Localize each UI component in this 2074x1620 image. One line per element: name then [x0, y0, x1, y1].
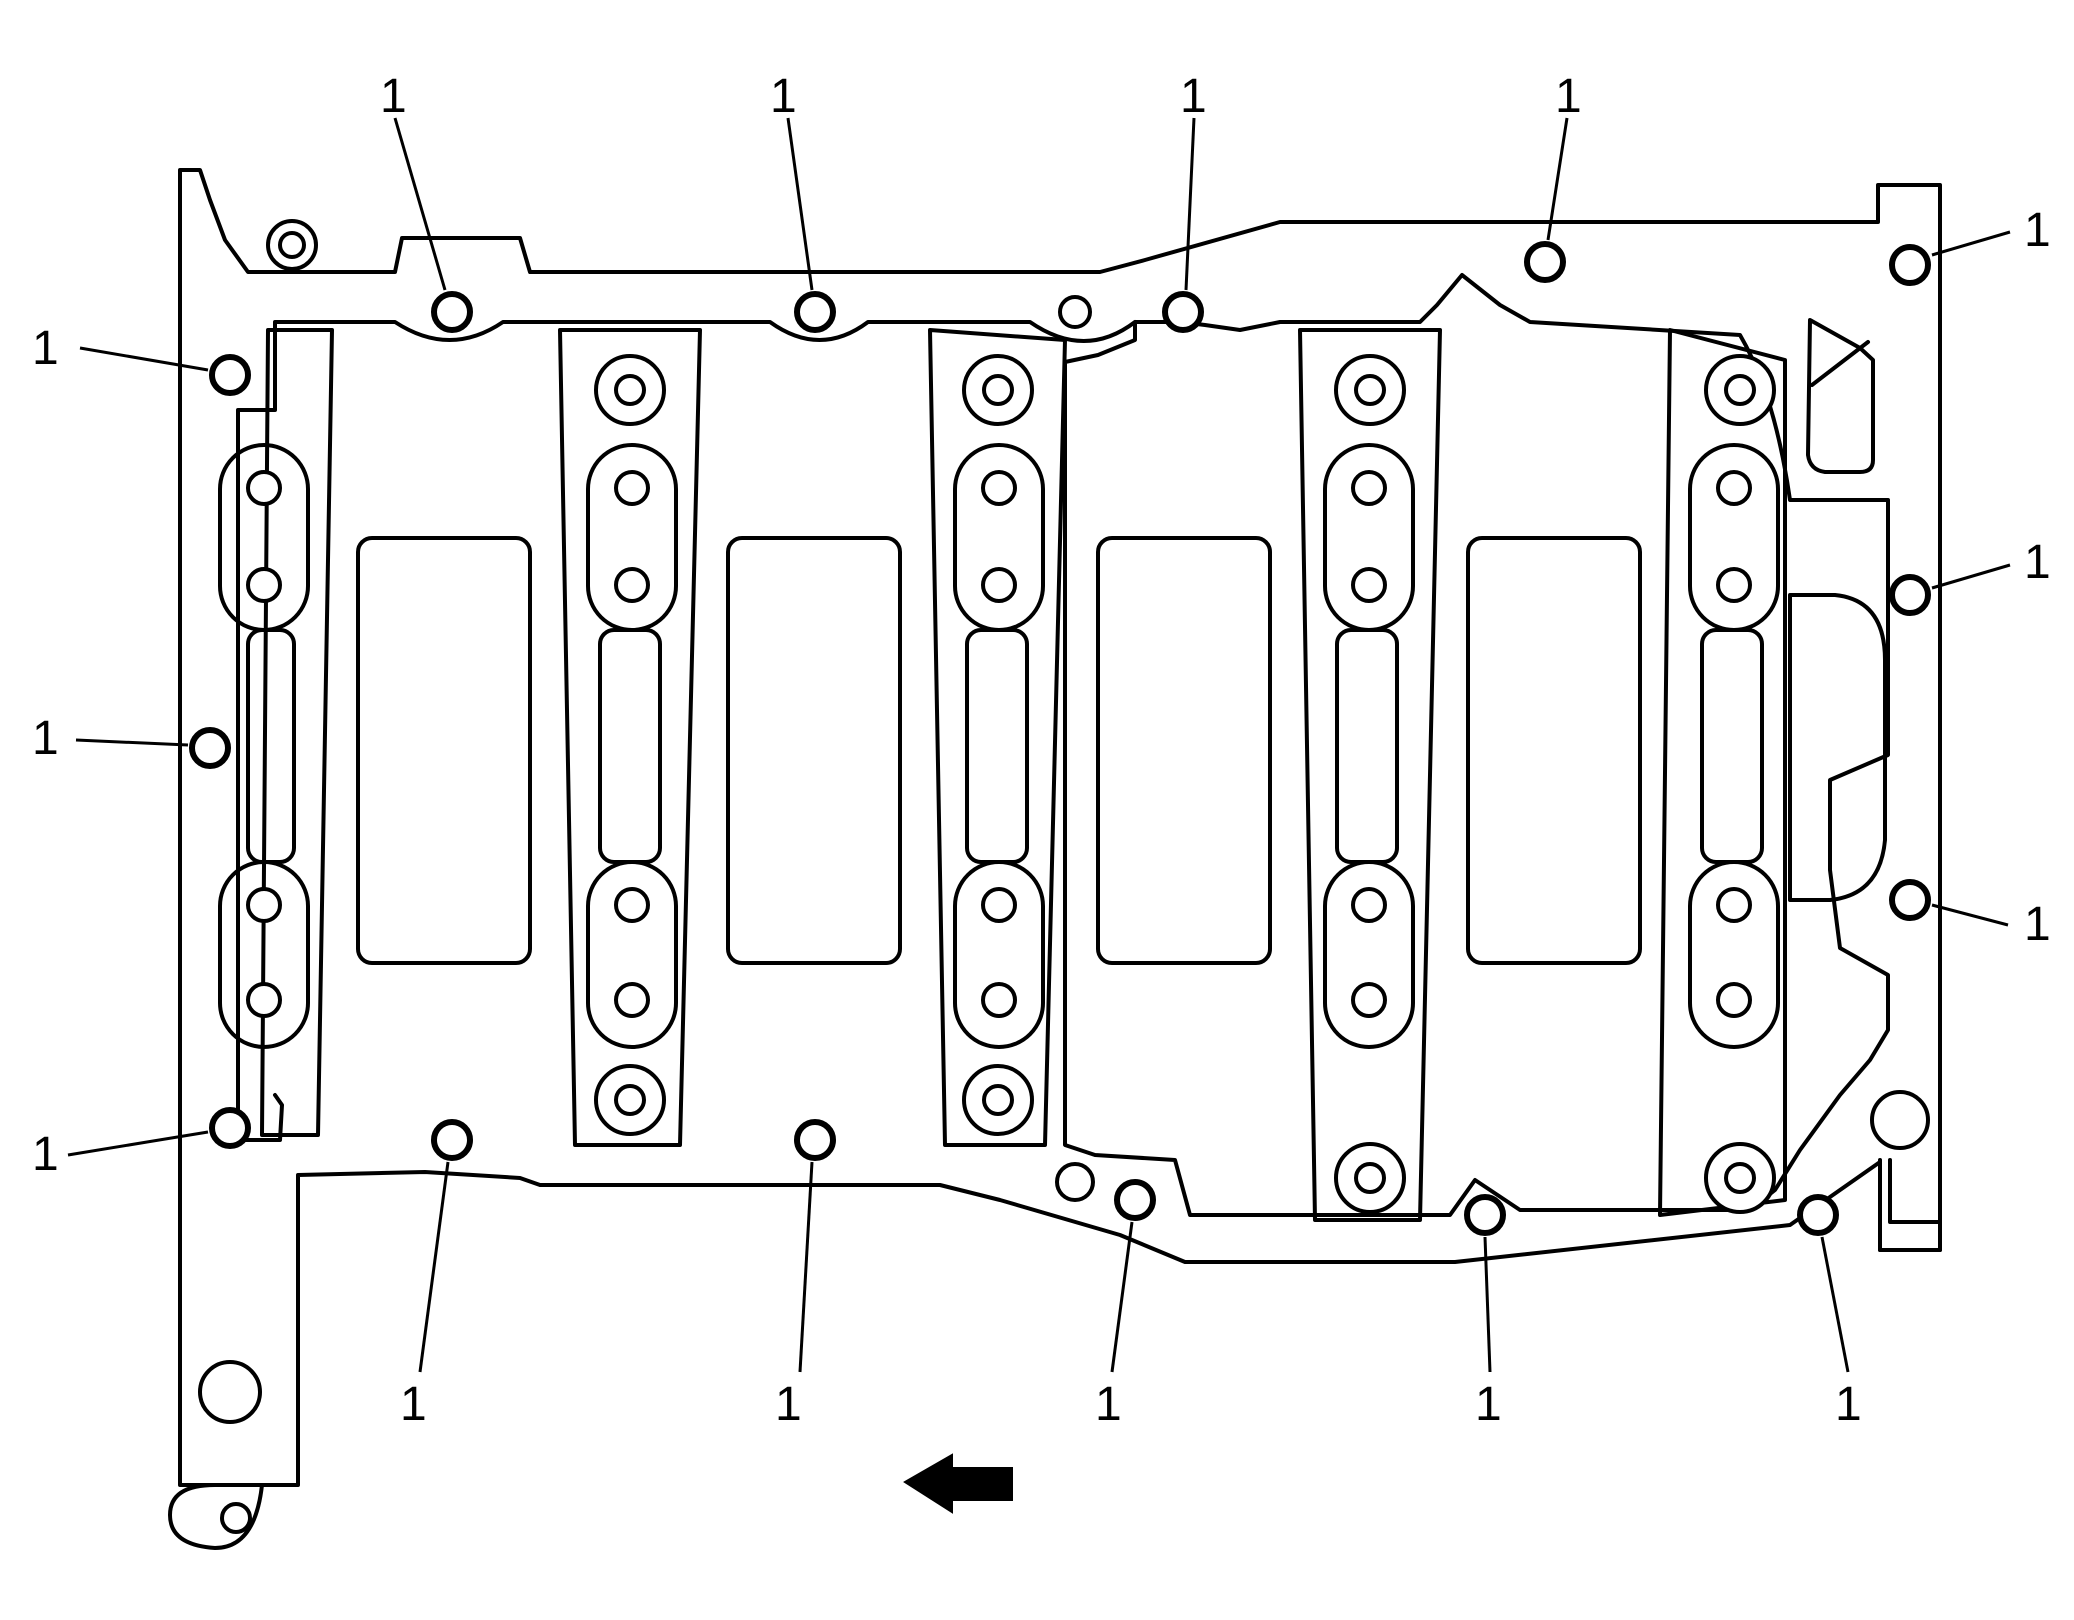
- callout-label: 1: [2024, 204, 2051, 257]
- callout-label: 1: [1835, 1378, 1862, 1431]
- boss-holes: [266, 219, 1776, 1214]
- callout-labels: 1 1 1 1 1 1 1 1 1 1 1 1 1 1 1: [32, 70, 2051, 1431]
- housing-outline: [168, 168, 1942, 1550]
- rib-band-1: [260, 328, 334, 1137]
- right-corner-block: [1806, 318, 1875, 474]
- saddle-stud-holes: [246, 470, 1752, 1018]
- callout-label: 1: [380, 70, 407, 123]
- right-corner-block-line: [1810, 340, 1870, 387]
- callout-label: 1: [1555, 70, 1582, 123]
- callout-label: 1: [2024, 898, 2051, 951]
- callout-label: 1: [1095, 1378, 1122, 1431]
- callout-label: 1: [400, 1378, 427, 1431]
- rib-band-5: [1658, 328, 1787, 1217]
- web-3: [965, 628, 1029, 864]
- callout-label: 1: [32, 1128, 59, 1181]
- web-2: [598, 628, 662, 864]
- callout-label: 1: [770, 70, 797, 123]
- callout-label: 1: [775, 1378, 802, 1431]
- web-5: [1700, 628, 1764, 864]
- rib-band-2: [558, 328, 702, 1147]
- callout-label: 1: [32, 712, 59, 765]
- opening-1: [356, 536, 532, 965]
- web-4: [1335, 628, 1399, 864]
- callout-bolts: [189, 241, 1931, 1236]
- rib-band-3: [928, 328, 1067, 1147]
- front-direction-arrow-icon: [903, 1453, 1013, 1514]
- callout-label: 1: [2024, 536, 2051, 589]
- callout-label: 1: [1180, 70, 1207, 123]
- web-1: [246, 628, 296, 864]
- opening-2: [726, 536, 902, 965]
- opening-4: [1466, 536, 1642, 965]
- right-pocket: [1788, 593, 1887, 902]
- misc-holes: [198, 295, 1930, 1534]
- bottom-right-bracket: [1878, 1158, 1942, 1252]
- callout-label: 1: [1475, 1378, 1502, 1431]
- callout-label: 1: [32, 322, 59, 375]
- opening-3: [1096, 536, 1272, 965]
- rib-band-4: [1298, 328, 1442, 1222]
- leader-lines: [67, 117, 2011, 1373]
